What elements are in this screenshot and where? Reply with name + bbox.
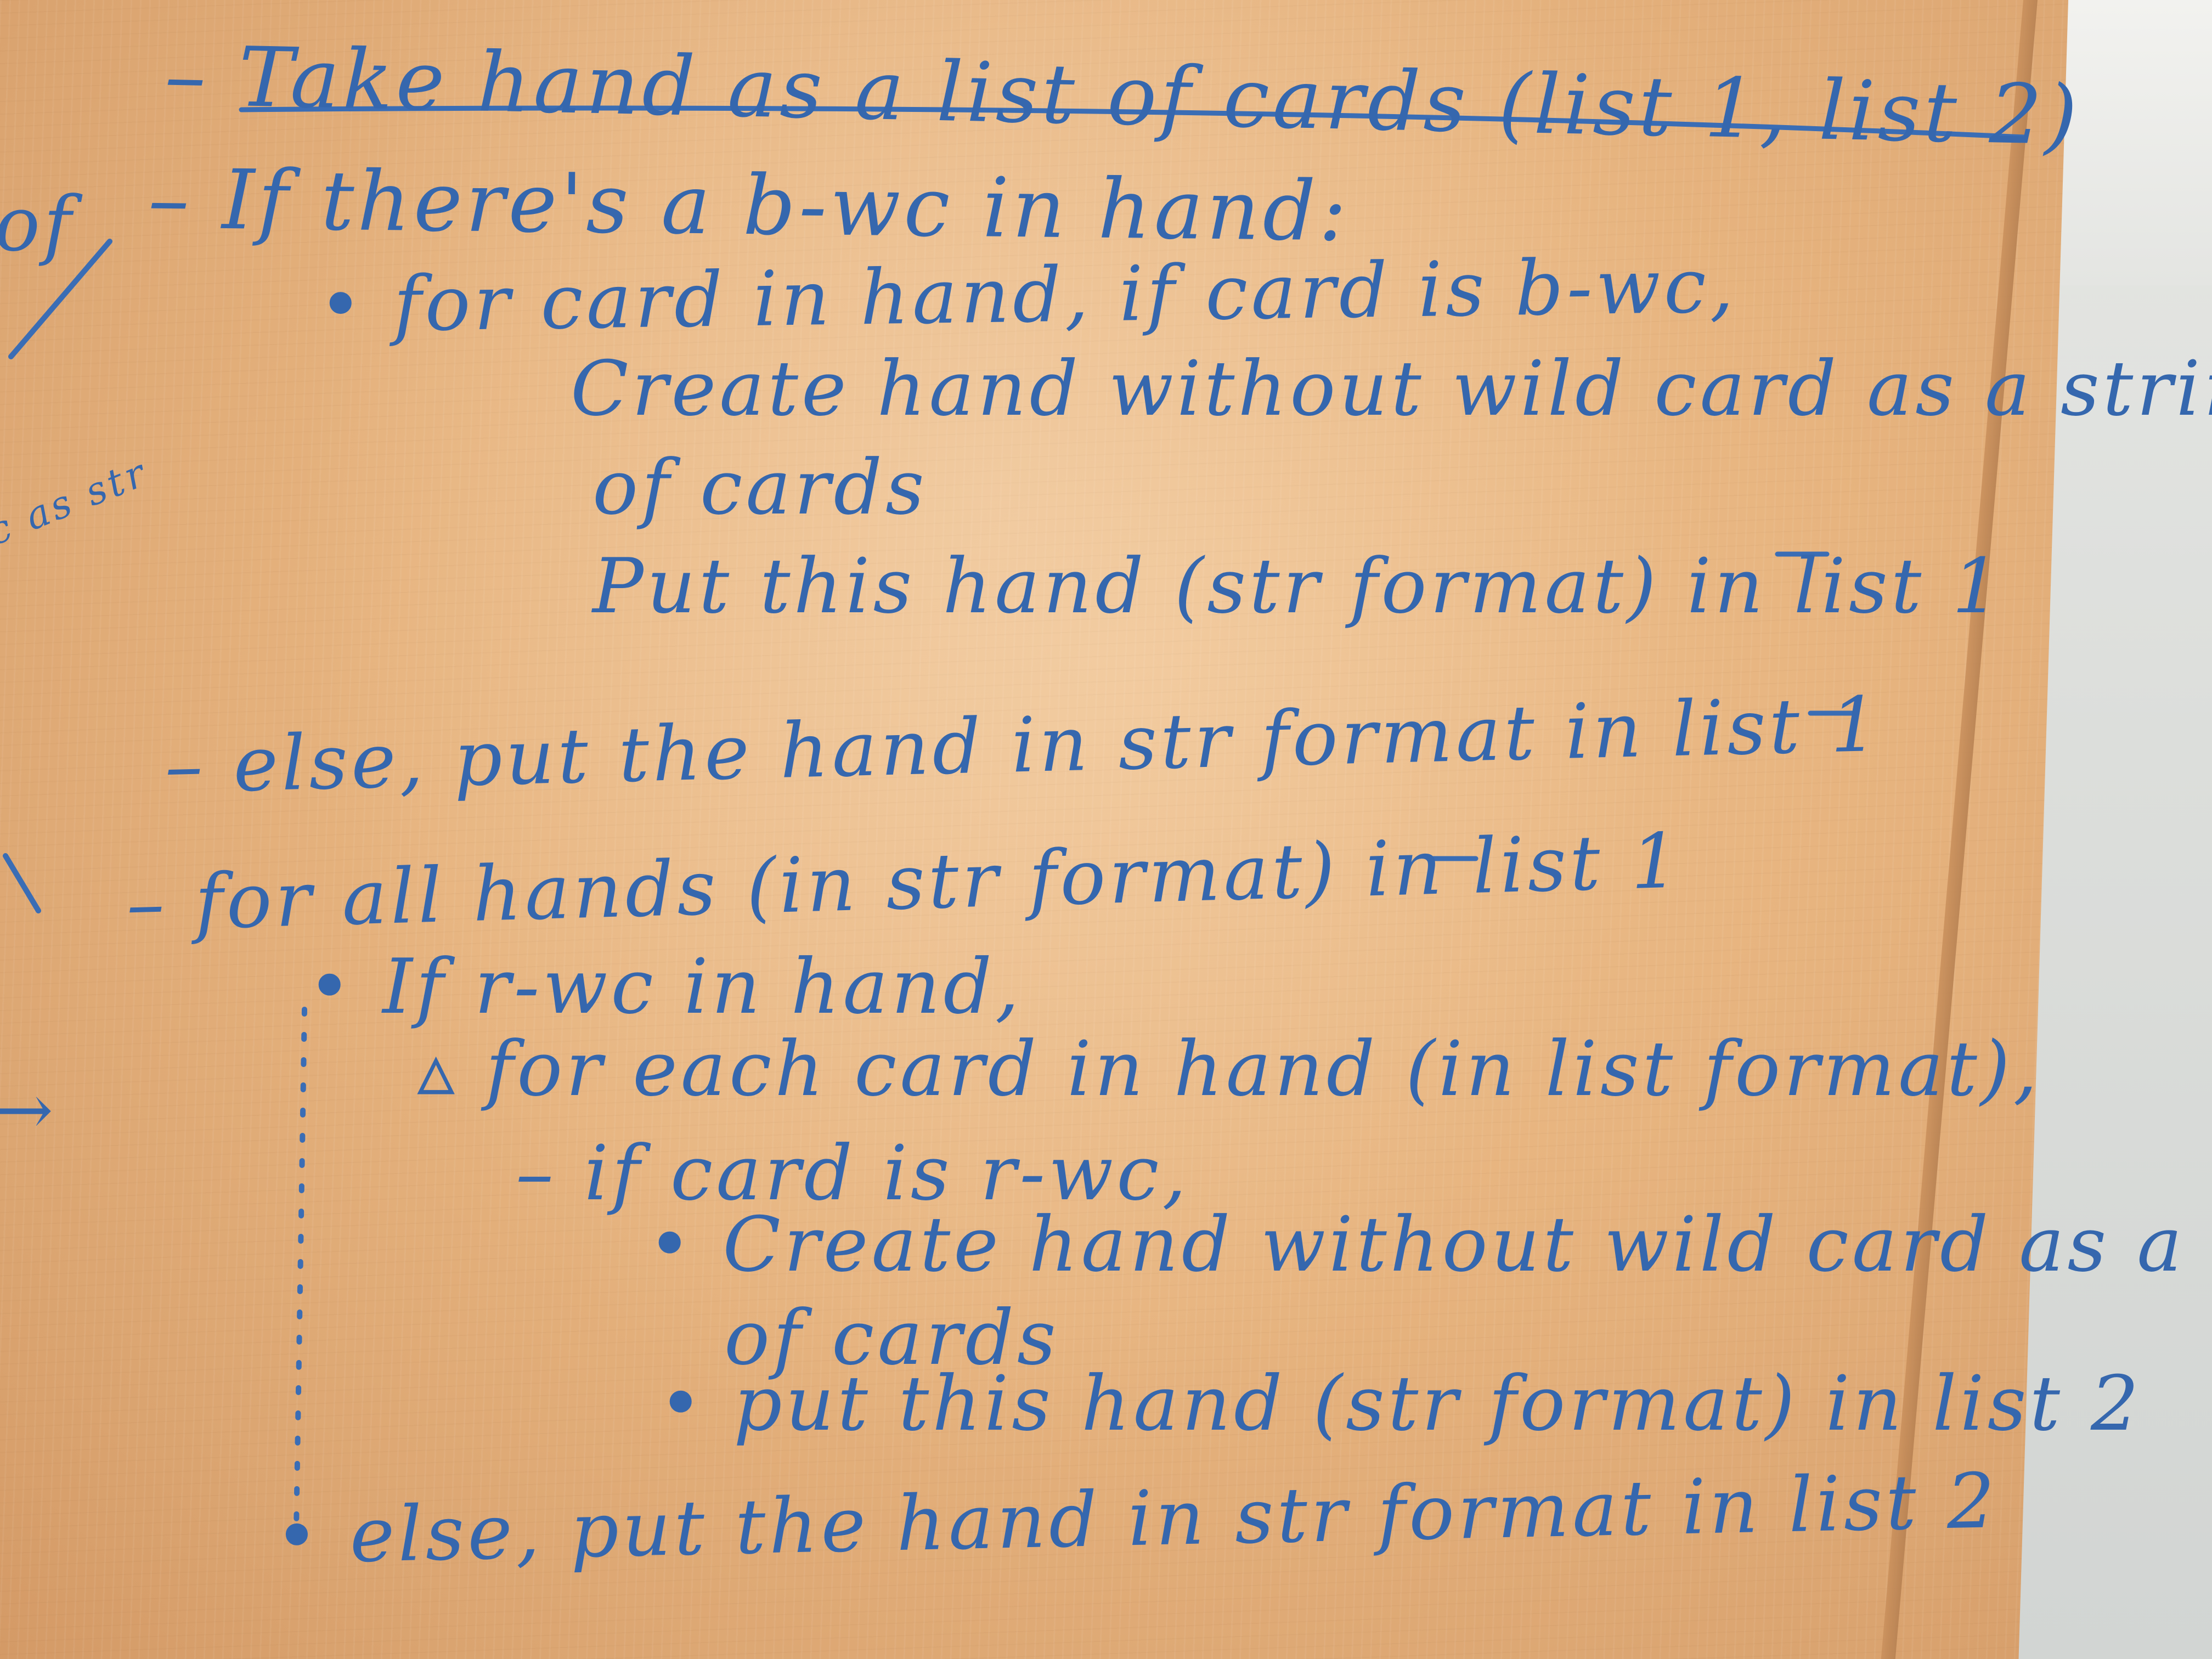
edge-fragment-arrow: →: [0, 1069, 57, 1151]
line-if-card-r-wc: – if card is r-wc,: [516, 1129, 1190, 1217]
line-for-each-card: ▵ for each card in hand (in list format)…: [417, 1025, 2041, 1113]
edge-fragment-of: of: [0, 180, 75, 268]
line-for-card-b-wc: • for card in hand, if card is b-wc,: [317, 241, 1737, 350]
line-if-b-wc: – If there's a b-wc in hand:: [148, 151, 1351, 260]
underline-stroke: [239, 105, 2027, 140]
margin-arrow-stroke: [8, 239, 112, 359]
wooden-board: [0, 0, 2068, 1659]
margin-bracket-stroke: [3, 853, 41, 913]
line-put-list-1: Put this hand (str format) in list 1: [592, 542, 2004, 630]
line-create-hand-string: Create hand without wild card as a strin…: [571, 345, 2212, 433]
line-create-hand-str: • Create hand without wild card as a str: [647, 1200, 2212, 1289]
line-if-r-wc: • If r-wc in hand,: [307, 943, 1023, 1031]
line-of-cards-2: of cards: [724, 1294, 1059, 1382]
dotted-guide-line: [294, 1007, 307, 1533]
line-put-list-2: • put this hand (str format) in list 2: [658, 1359, 2142, 1448]
line-of-cards-1: of cards: [592, 443, 928, 532]
